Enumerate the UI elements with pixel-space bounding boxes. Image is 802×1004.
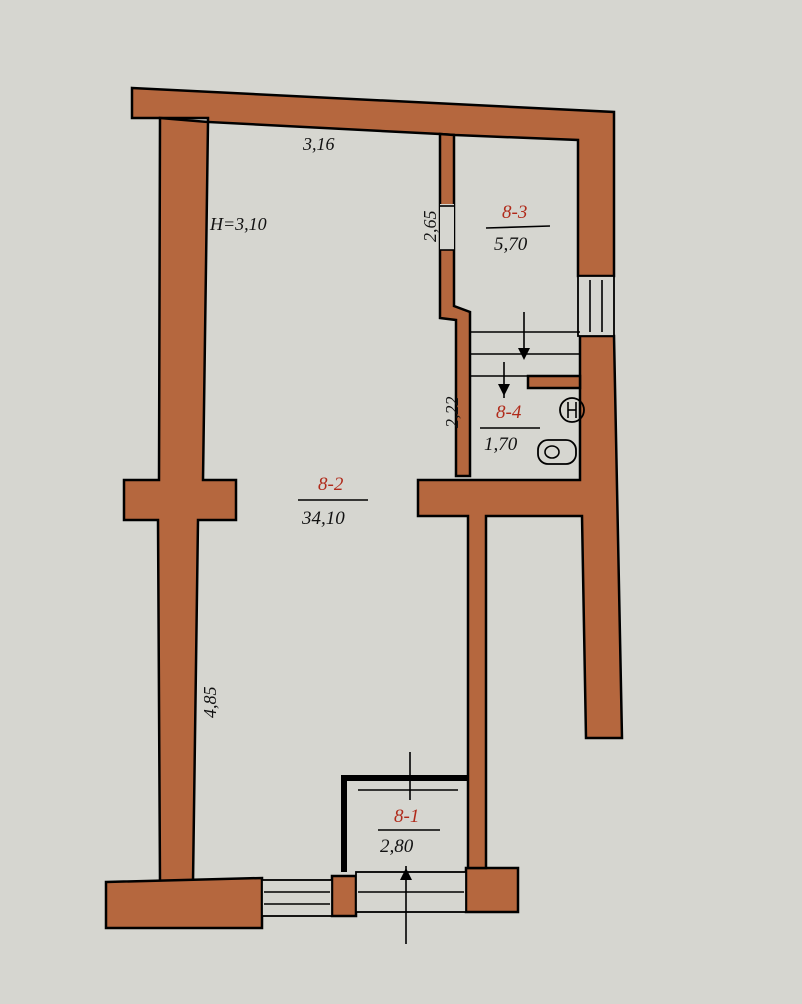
sink-icon xyxy=(559,397,585,423)
room-8-2-label: 8-2 34,10 xyxy=(298,474,368,529)
window-right xyxy=(577,275,615,337)
wall-bottom-left xyxy=(104,876,264,930)
svg-text:1,70: 1,70 xyxy=(484,434,518,455)
room-8-4-label: 8-4 1,70 xyxy=(480,402,540,455)
svg-text:34,10: 34,10 xyxy=(301,508,345,529)
room-8-1-label: 8-1 2,80 xyxy=(378,806,440,857)
ceiling-height-label: H=3,10 xyxy=(209,214,267,234)
svg-text:8-1: 8-1 xyxy=(394,806,419,827)
dimension-partition-upper: 2,65 xyxy=(420,211,440,243)
dimension-partition-lower: 2,22 xyxy=(442,397,462,429)
svg-text:2,80: 2,80 xyxy=(380,836,414,857)
wall-partition-8-4 xyxy=(526,374,582,390)
svg-text:8-4: 8-4 xyxy=(496,402,522,423)
svg-text:5,70: 5,70 xyxy=(494,234,528,255)
entry-arrow-head xyxy=(400,868,412,880)
room-8-3-label: 8-3 5,70 xyxy=(485,202,551,255)
wall-bottom-pier xyxy=(330,874,358,918)
window-bottom xyxy=(261,879,333,917)
wall-right xyxy=(416,334,624,870)
vestibule-wall xyxy=(341,775,468,872)
door-opening-8-3 xyxy=(440,204,454,250)
entry-arrow-head xyxy=(498,384,510,396)
wall-bottom-right xyxy=(464,866,520,914)
svg-text:8-2: 8-2 xyxy=(318,474,344,495)
dimension-top: 3,16 xyxy=(302,134,335,154)
toilet-icon xyxy=(537,439,577,465)
toilet-bowl xyxy=(544,445,560,459)
entry-arrow-head xyxy=(518,348,530,360)
svg-text:8-3: 8-3 xyxy=(502,202,527,223)
dimension-left: 4,85 xyxy=(200,687,220,719)
